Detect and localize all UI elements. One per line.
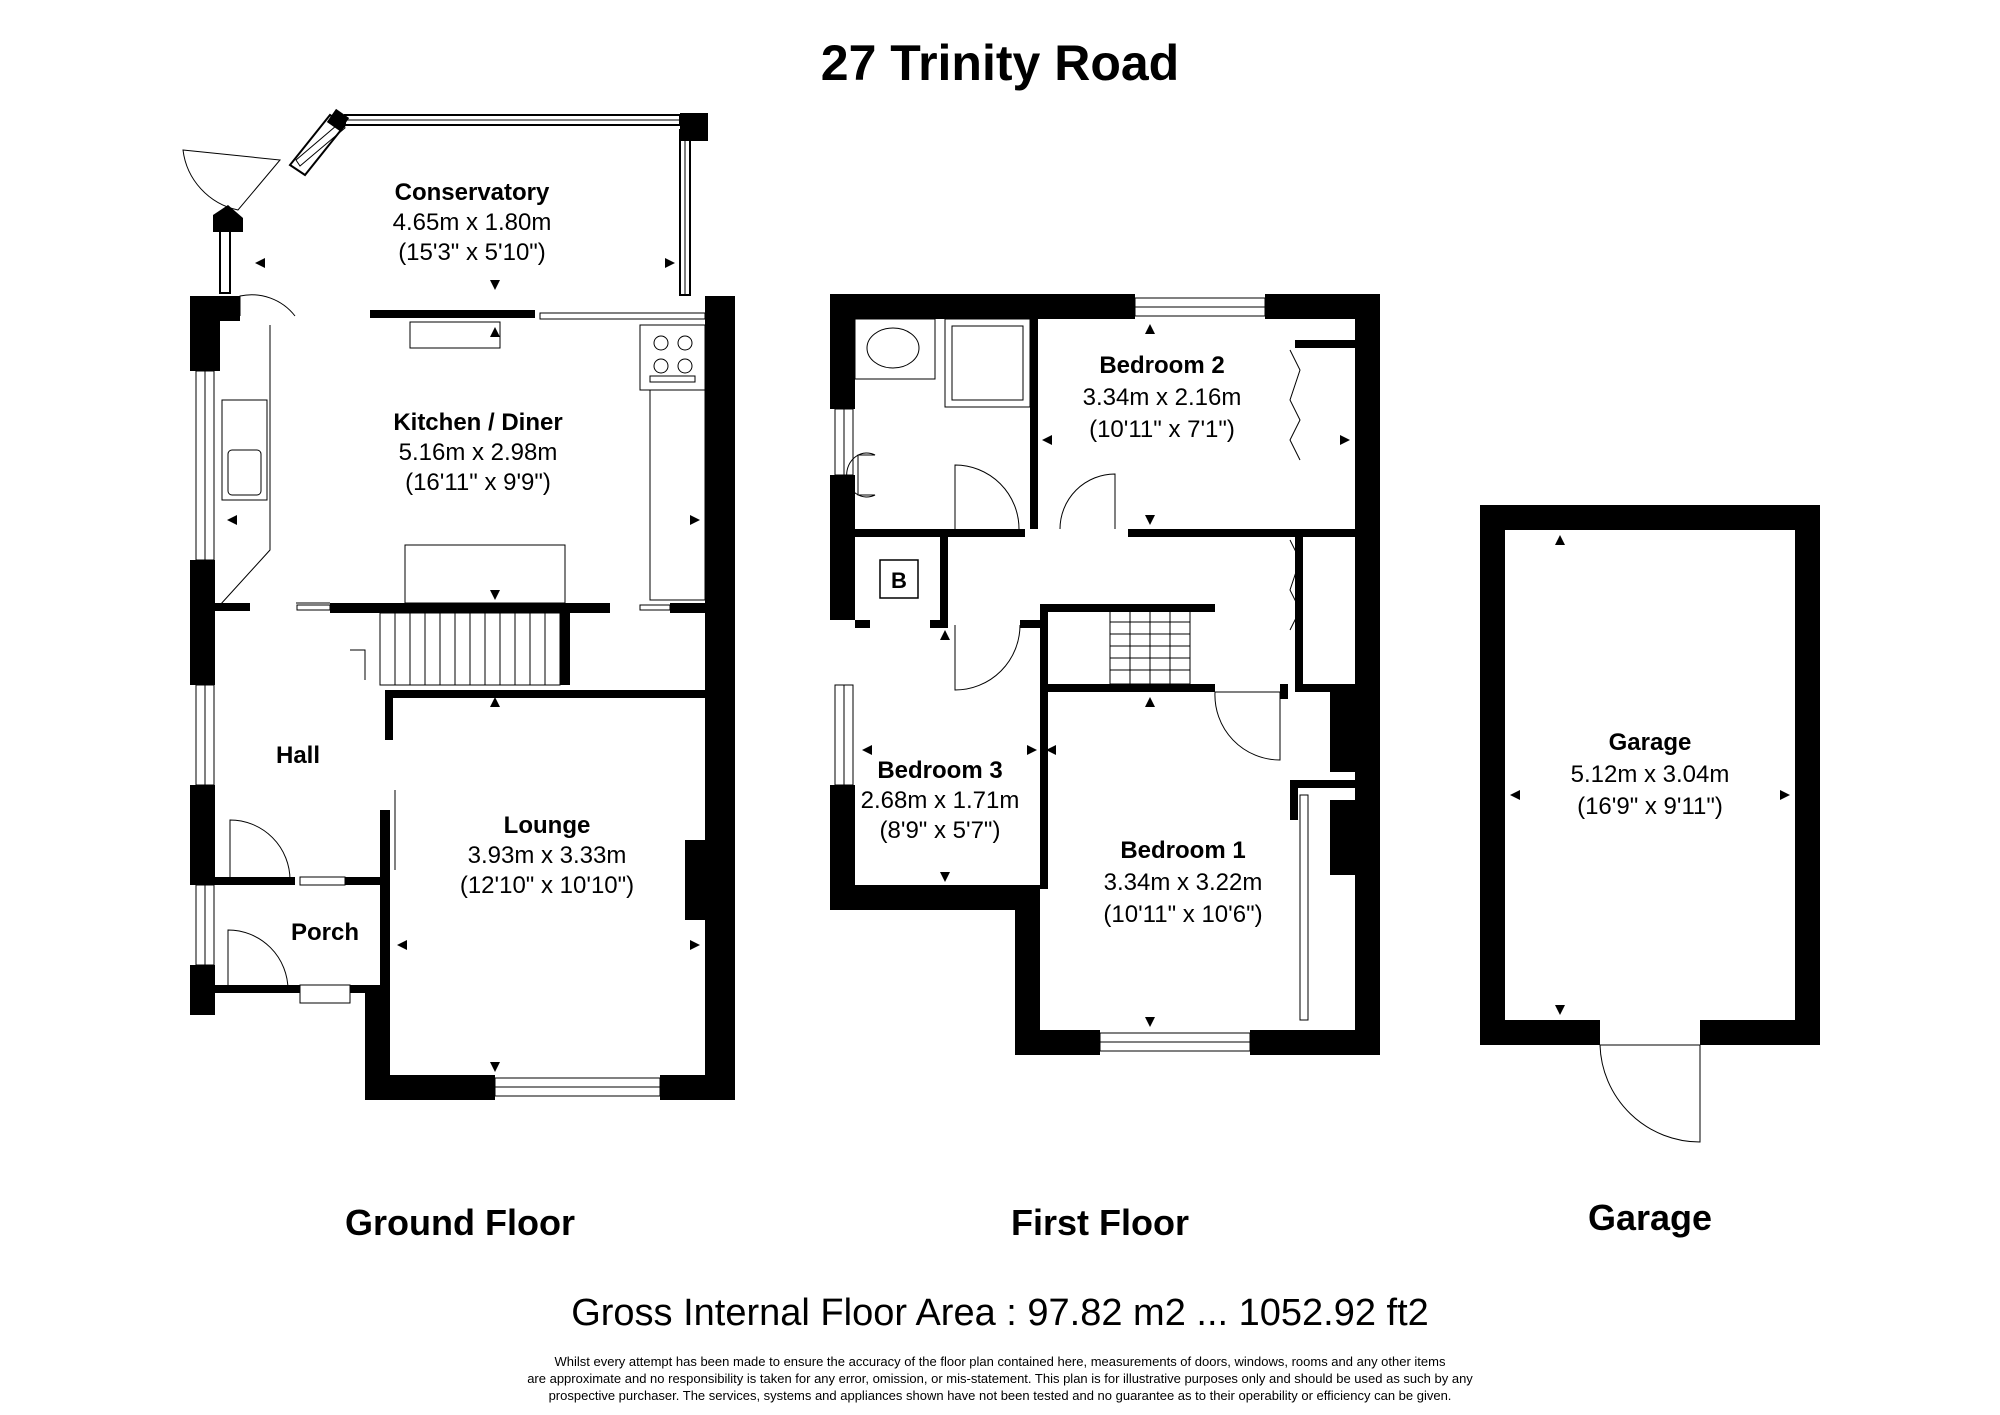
- boiler: B: [879, 559, 919, 599]
- room-dimensions-metric: 4.65m x 1.80m: [393, 209, 552, 236]
- plan-title: 27 Trinity Road: [821, 35, 1179, 91]
- room-dimensions-imperial: (16'11" x 9'9"): [405, 469, 551, 496]
- room-bedroom-3: Bedroom 3 2.68m x 1.71m (8'9" x 5'7"): [861, 757, 1020, 844]
- conservatory-door-swing: [182, 149, 281, 211]
- boiler-label: B: [891, 568, 907, 593]
- room-porch: Porch: [291, 919, 359, 946]
- first-floor-doors: [954, 349, 1309, 1021]
- room-lounge: Lounge 3.93m x 3.33m (12'10" x 10'10"): [460, 812, 634, 899]
- disclaimer-line: Whilst every attempt has been made to en…: [554, 1354, 1446, 1369]
- room-dimensions-imperial: (12'10" x 10'10"): [460, 872, 634, 899]
- room-name: Bedroom 2: [1099, 352, 1224, 379]
- room-name: Lounge: [504, 812, 591, 839]
- garage-walls: [1480, 505, 1820, 1045]
- room-name: Bedroom 1: [1120, 837, 1245, 864]
- ground-floor-stairs: [350, 612, 561, 686]
- conservatory-corner-post: [680, 113, 708, 141]
- first-floor: B Bedroom 2 3.34m x 2.16m: [830, 294, 1380, 1055]
- room-dimensions-metric: 5.12m x 3.04m: [1571, 761, 1730, 788]
- garage-door-swing: [1599, 1044, 1701, 1143]
- disclaimer: Whilst every attempt has been made to en…: [380, 1353, 1620, 1404]
- room-name: Hall: [276, 742, 320, 769]
- ground-floor-doors: [227, 294, 396, 991]
- first-floor-stairs: [1109, 609, 1191, 685]
- room-dimensions-imperial: (8'9" x 5'7"): [880, 817, 1001, 844]
- ground-floor-walls: [190, 296, 735, 1100]
- first-floor-walls: [830, 294, 1380, 1055]
- measurement-arrows: [227, 258, 700, 1072]
- room-dimensions-metric: 2.68m x 1.71m: [861, 787, 1020, 814]
- first-floor-windows: [834, 297, 1266, 1052]
- room-hall: Hall: [276, 742, 320, 769]
- conservatory-walls: [219, 113, 691, 296]
- room-name: Garage: [1609, 729, 1692, 756]
- room-dimensions-imperial: (16'9" x 9'11"): [1577, 793, 1723, 820]
- room-dimensions-imperial: (10'11" x 7'1"): [1089, 416, 1235, 443]
- disclaimer-line: are approximate and no responsibility is…: [527, 1371, 1473, 1386]
- garage-block: Garage 5.12m x 3.04m (16'9" x 9'11"): [1480, 505, 1820, 1143]
- room-dimensions-imperial: (15'3" x 5'10"): [398, 239, 546, 266]
- room-dimensions-imperial: (10'11" x 10'6"): [1103, 901, 1262, 928]
- room-bedroom-2: Bedroom 2 3.34m x 2.16m (10'11" x 7'1"): [1083, 352, 1242, 443]
- floor-label-garage: Garage: [1588, 1197, 1712, 1238]
- kitchen-fittings: [219, 321, 706, 606]
- measurement-arrows: [862, 324, 1350, 1027]
- floor-label-ground: Ground Floor: [345, 1202, 575, 1243]
- room-bedroom-1: Bedroom 1 3.34m x 3.22m (10'11" x 10'6"): [1103, 837, 1262, 928]
- bathroom-fittings: [846, 318, 1031, 498]
- room-name: Kitchen / Diner: [393, 409, 562, 436]
- disclaimer-line: prospective purchaser. The services, sys…: [548, 1388, 1452, 1403]
- room-garage: Garage 5.12m x 3.04m (16'9" x 9'11"): [1571, 729, 1730, 820]
- gross-internal-area: Gross Internal Floor Area : 97.82 m2 ...…: [571, 1292, 1429, 1334]
- room-dimensions-metric: 3.34m x 3.22m: [1104, 869, 1263, 896]
- room-dimensions-metric: 5.16m x 2.98m: [399, 439, 558, 466]
- room-dimensions-metric: 3.34m x 2.16m: [1083, 384, 1242, 411]
- floor-label-first: First Floor: [1011, 1202, 1189, 1243]
- room-kitchen-diner: Kitchen / Diner 5.16m x 2.98m (16'11" x …: [393, 409, 562, 496]
- room-name: Porch: [291, 919, 359, 946]
- ground-floor: Conservatory 4.65m x 1.80m (15'3" x 5'10…: [182, 108, 735, 1100]
- room-dimensions-metric: 3.93m x 3.33m: [468, 842, 627, 869]
- room-conservatory: Conservatory 4.65m x 1.80m (15'3" x 5'10…: [393, 179, 552, 266]
- measurement-arrows: [1510, 535, 1790, 1015]
- room-name: Bedroom 3: [877, 757, 1002, 784]
- room-name: Conservatory: [395, 179, 550, 206]
- ground-floor-windows: [195, 312, 706, 1097]
